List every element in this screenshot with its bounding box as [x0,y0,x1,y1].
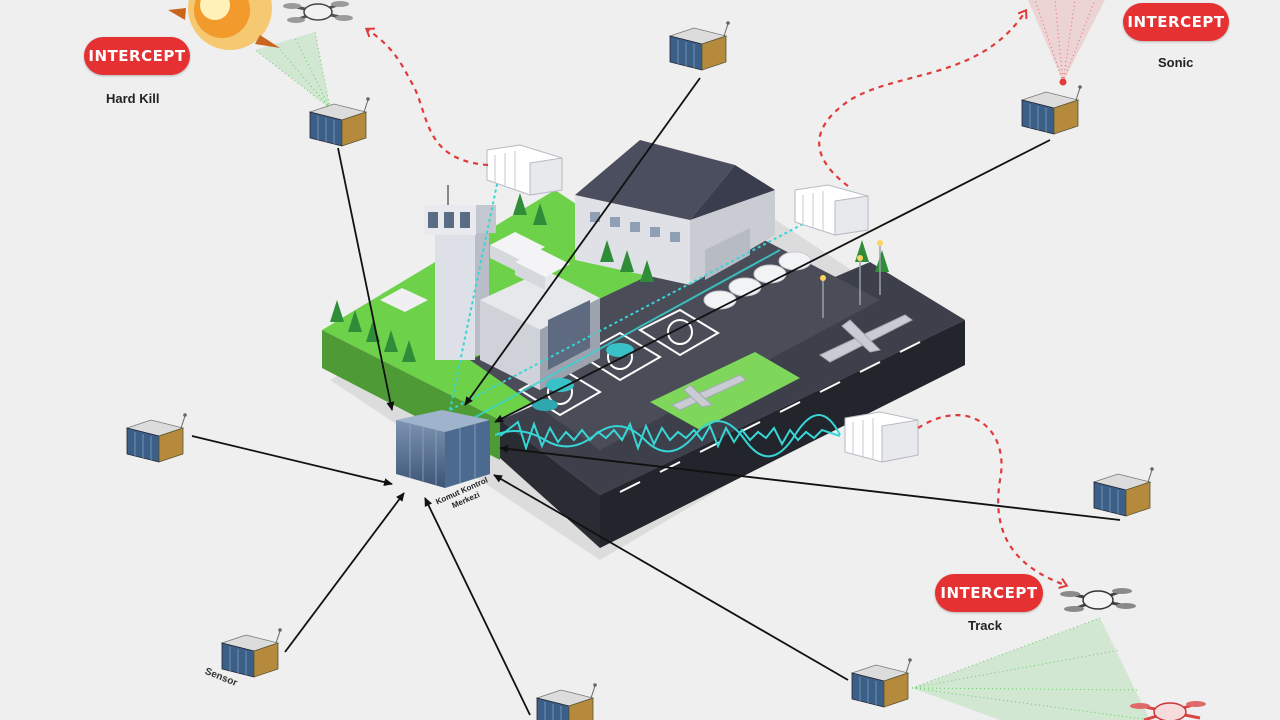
airbase-platform [322,140,965,560]
explosion-icon [168,0,280,50]
control-tower [424,185,496,360]
link-sensor-1 [337,147,395,411]
sensor-group [125,21,1154,720]
link-sensor-7 [424,497,531,716]
small-buildings [380,232,570,312]
satellite-sensor-icon [1092,467,1154,517]
caption-hard-kill: Hard Kill [106,91,160,106]
helicopters [532,343,634,411]
quadcopter-drone-icon [1060,588,1136,612]
quadcopter-drone-icon [1130,701,1206,720]
container-ne [794,184,869,236]
caption-sonic: Sonic [1158,55,1194,70]
sensor-links [191,77,1121,716]
path-track [917,414,1069,589]
link-sensor-3 [494,139,1051,423]
lamp-posts [822,245,881,318]
link-sensor-8 [493,474,849,681]
beam-track [911,617,1151,720]
link-sensor-5 [499,444,1121,521]
link-sensor-4 [191,435,393,487]
intercept-badge-track: INTERCEPT [935,574,1043,612]
satellite-sensor-icon [308,97,370,147]
quadcopter-drone-icon [283,1,353,23]
link-sensor-6 [284,492,405,653]
command-center-cube-icon[interactable] [396,410,490,488]
runway-grass-strip [650,352,800,430]
path-sonic [818,8,1028,187]
aircraft [670,314,913,411]
trees [330,193,889,362]
cyan-signal-links [449,169,841,458]
container-se [844,411,919,463]
beam-hard-kill [254,31,331,109]
runway-front-face [600,320,965,548]
caption-track: Track [968,618,1002,633]
link-sensor-2 [464,77,701,406]
beam-sonic [1028,0,1105,86]
satellite-sensor-icon [220,628,282,678]
satellite-sensor-icon [850,658,912,708]
container-nw [486,144,563,196]
intercept-badge-sonic: INTERCEPT [1123,3,1229,41]
hangar-building [575,140,775,285]
lamp-heads [820,240,883,281]
runway-left-face [500,420,600,548]
intercept-badge-hard-kill: INTERCEPT [84,37,190,75]
satellite-sensor-icon [668,21,730,71]
intercept-paths [364,8,1069,589]
satellite-sensor-icon [1020,85,1082,135]
satellite-sensor-icon [125,413,187,463]
path-hard-kill [364,27,489,167]
satellite-sensor-icon [535,683,597,720]
